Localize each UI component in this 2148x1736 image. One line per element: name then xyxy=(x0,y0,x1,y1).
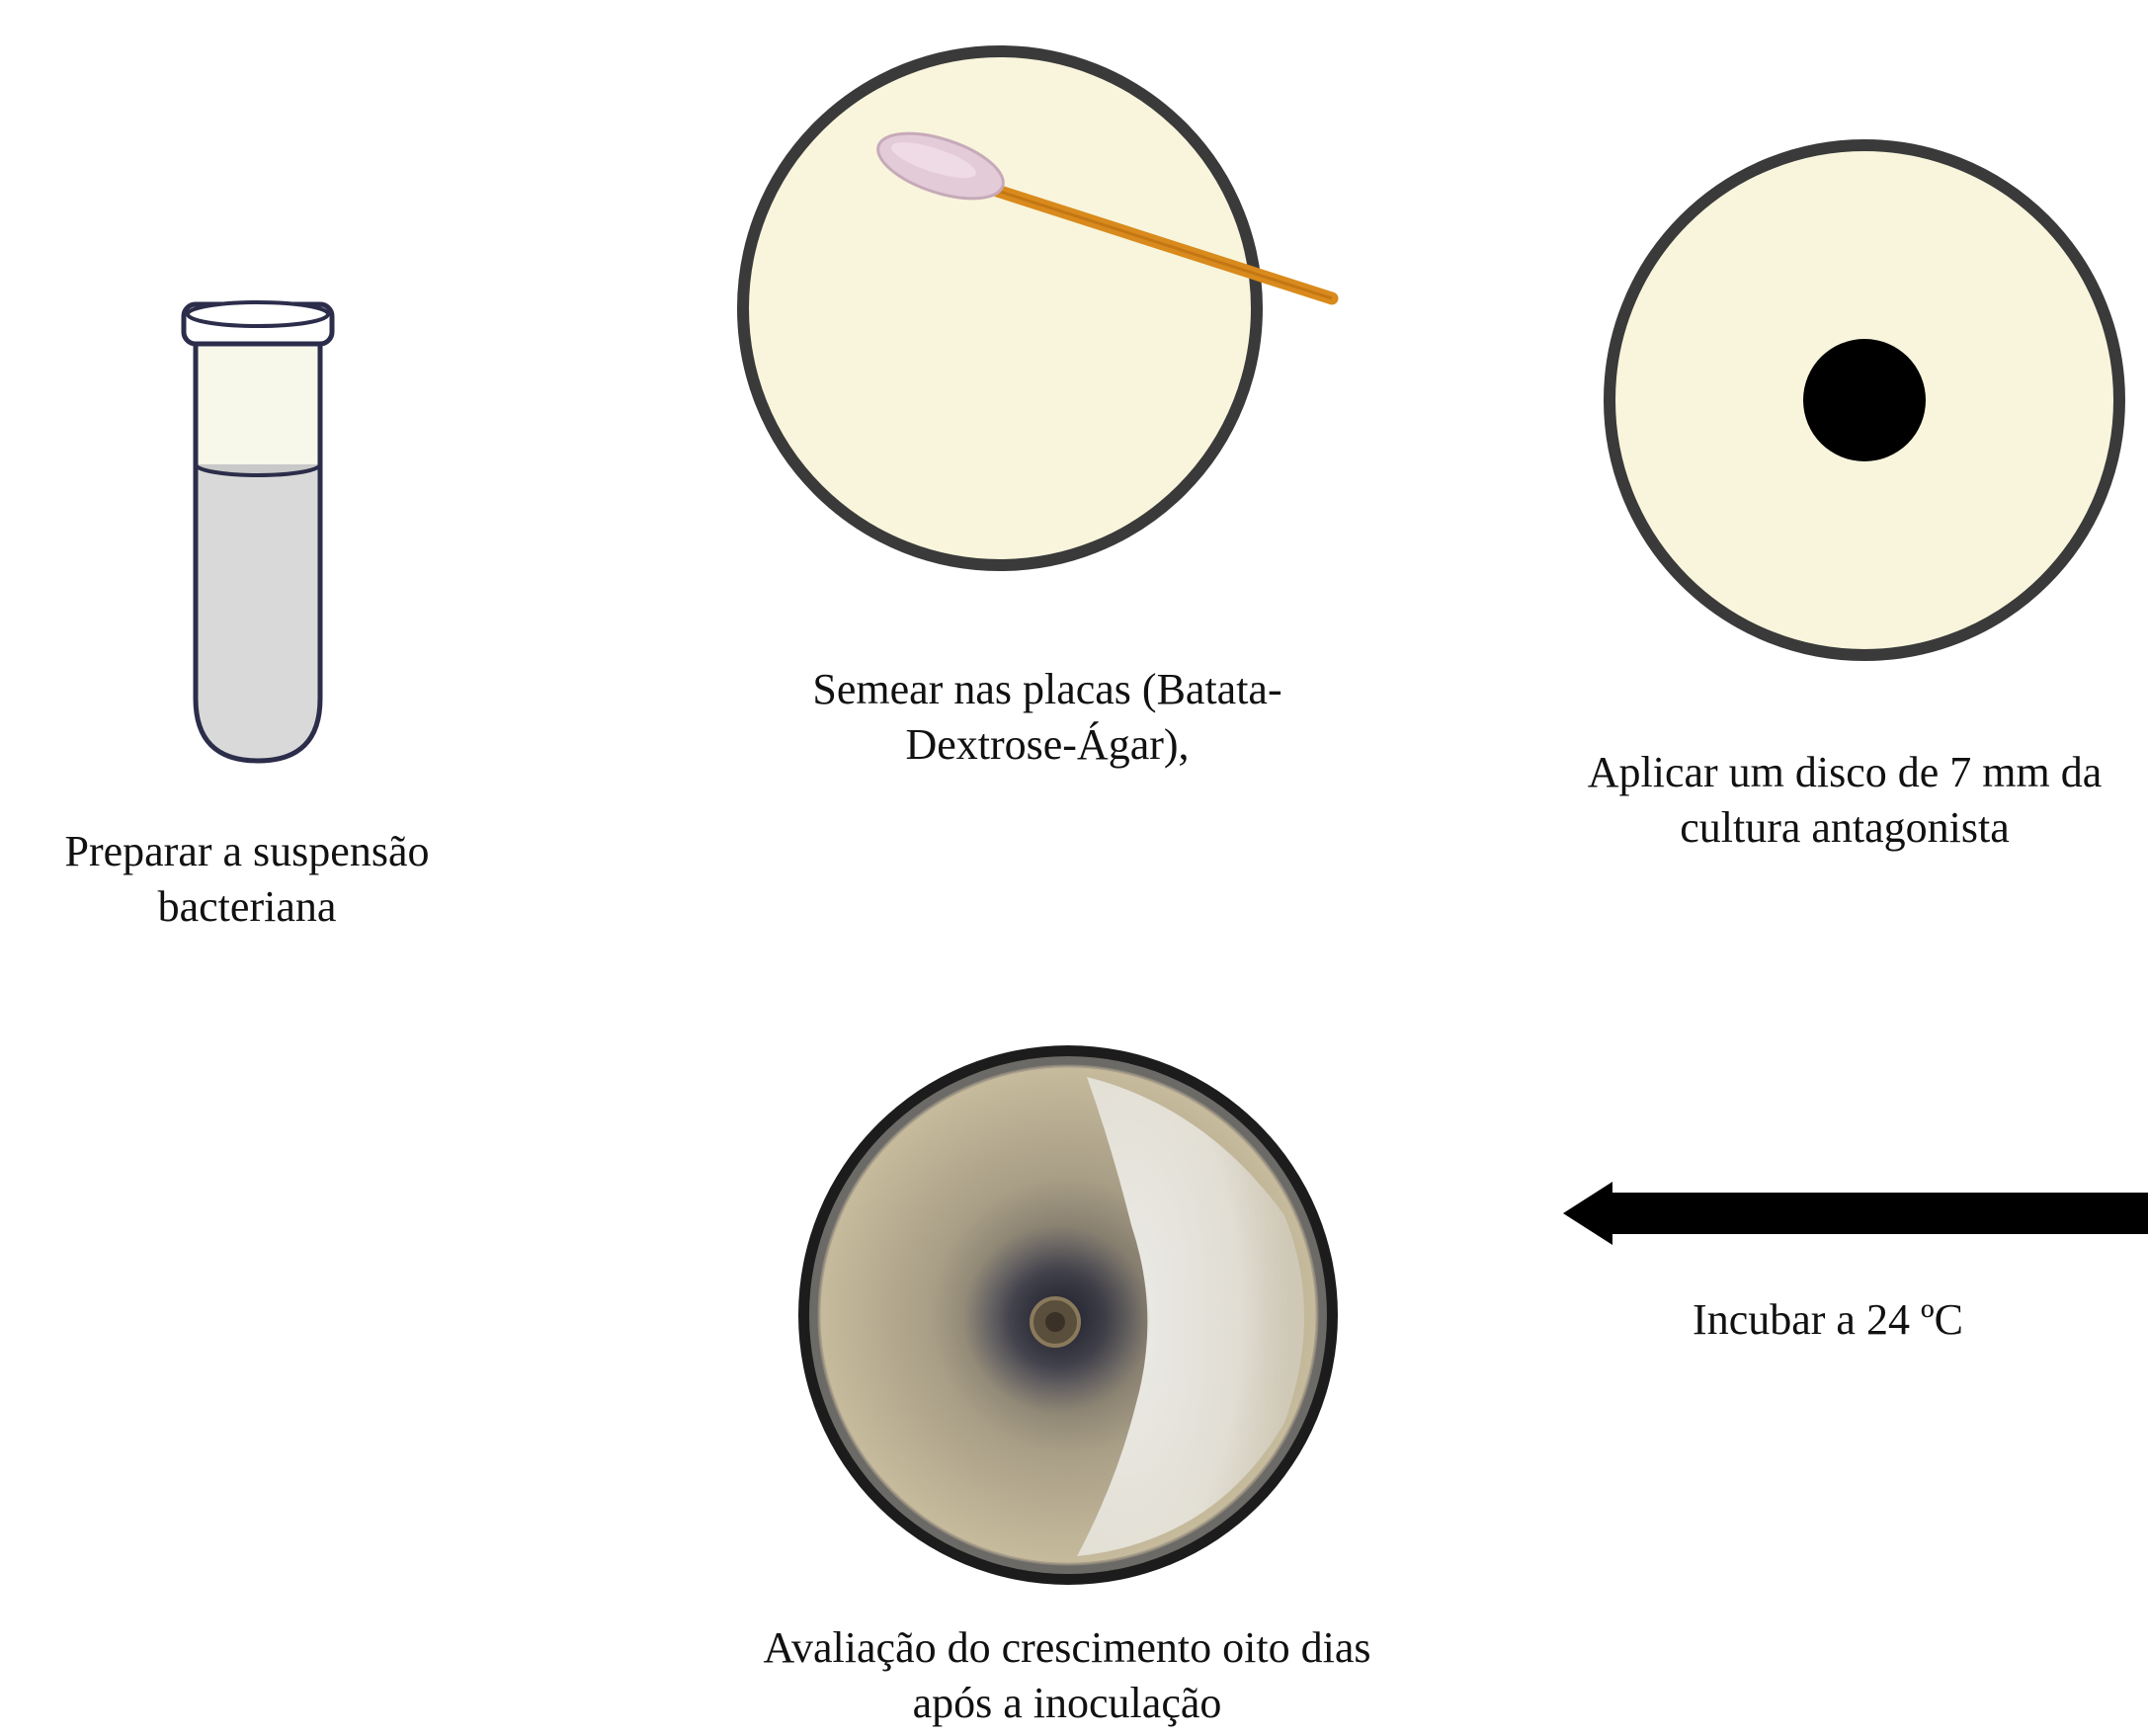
caption-incubar: Incubar a 24 ºC xyxy=(1640,1292,2016,1348)
caption-semear: Semear nas placas (Batata- Dextrose-Ágar… xyxy=(761,662,1334,773)
caption-avaliacao-line2: após a inoculação xyxy=(692,1676,1443,1731)
caption-preparar-line1: Preparar a suspensão xyxy=(30,824,464,879)
caption-avaliacao: Avaliação do crescimento oito dias após … xyxy=(692,1620,1443,1731)
petri-dish-photo-icon xyxy=(798,1045,1338,1585)
petri-dish-with-disc-icon xyxy=(1610,145,2119,655)
test-tube-icon xyxy=(184,302,332,761)
caption-preparar-line2: bacteriana xyxy=(30,879,464,935)
caption-aplicar: Aplicar um disco de 7 mm da cultura anta… xyxy=(1541,745,2148,856)
caption-aplicar-line1: Aplicar um disco de 7 mm da xyxy=(1541,745,2148,800)
caption-semear-line1: Semear nas placas (Batata- xyxy=(761,662,1334,717)
caption-semear-line2: Dextrose-Ágar), xyxy=(761,717,1334,773)
arrow-left-icon xyxy=(1563,1182,2148,1245)
caption-preparar: Preparar a suspensão bacteriana xyxy=(30,824,464,935)
petri-dish-with-swab-icon xyxy=(743,51,1332,565)
caption-aplicar-line2: cultura antagonista xyxy=(1541,800,2148,856)
caption-incubar-line1: Incubar a 24 ºC xyxy=(1640,1292,2016,1348)
caption-avaliacao-line1: Avaliação do crescimento oito dias xyxy=(692,1620,1443,1676)
